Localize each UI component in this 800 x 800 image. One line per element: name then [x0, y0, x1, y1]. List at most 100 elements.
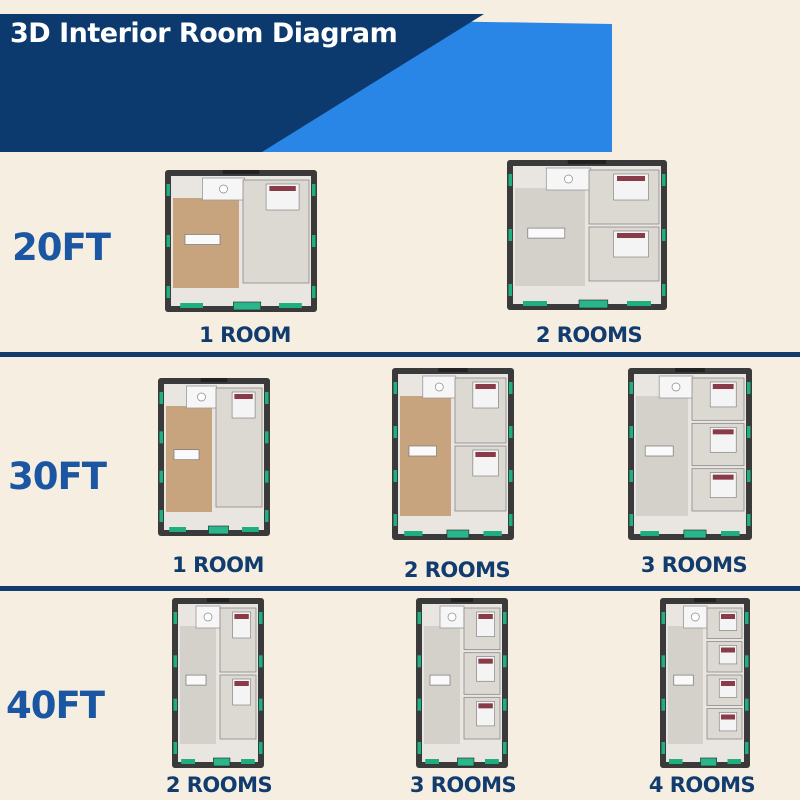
- entry-door-icon: [208, 525, 229, 535]
- window-icon: [747, 426, 751, 438]
- banner-dark-band: [0, 14, 484, 152]
- window-icon: [169, 527, 186, 532]
- window-icon: [662, 284, 666, 296]
- bed-pillow-icon: [712, 429, 734, 435]
- roof-cap: [567, 160, 607, 164]
- window-icon: [312, 235, 316, 247]
- window-icon: [509, 514, 513, 526]
- window-icon: [393, 426, 397, 438]
- window-icon: [727, 759, 741, 764]
- bed-pillow-icon: [475, 384, 496, 389]
- window-icon: [242, 527, 259, 532]
- entry-door-icon: [446, 529, 470, 539]
- window-icon: [509, 470, 513, 482]
- toilet-icon: [671, 382, 681, 392]
- window-icon: [745, 742, 749, 754]
- plan-label-40ft-4: 4 ROOMS: [648, 773, 756, 797]
- roof-cap: [206, 598, 230, 602]
- bed-pillow-icon: [478, 658, 493, 664]
- table-icon: [673, 674, 694, 686]
- table-icon: [185, 674, 207, 686]
- window-icon: [503, 742, 507, 754]
- window-icon: [747, 382, 751, 394]
- size-label-40ft: 40FT: [6, 684, 105, 727]
- roof-cap: [200, 378, 228, 382]
- bed-pillow-icon: [721, 614, 735, 619]
- bed-pillow-icon: [721, 681, 735, 686]
- roof-cap: [694, 598, 716, 602]
- bed-pillow-icon: [617, 233, 645, 238]
- window-icon: [508, 174, 512, 186]
- bed-pillow-icon: [475, 452, 496, 457]
- bed-pillow-icon: [721, 714, 735, 720]
- roof-cap: [450, 598, 474, 602]
- window-icon: [425, 759, 439, 764]
- bed-pillow-icon: [234, 681, 249, 686]
- toilet-icon: [197, 392, 206, 402]
- window-icon: [509, 426, 513, 438]
- window-icon: [404, 531, 423, 536]
- window-icon: [259, 655, 263, 668]
- window-icon: [173, 742, 177, 754]
- window-icon: [279, 303, 302, 308]
- window-icon: [312, 286, 316, 298]
- window-icon: [629, 470, 633, 482]
- window-icon: [166, 184, 170, 196]
- page-title: 3D Interior Room Diagram: [10, 18, 398, 49]
- window-icon: [265, 470, 269, 483]
- entry-door-icon: [457, 757, 475, 767]
- window-icon: [503, 612, 507, 624]
- bed-pillow-icon: [478, 703, 493, 709]
- window-icon: [159, 392, 163, 404]
- floorplan-30ft-3-rooms: [628, 368, 752, 540]
- window-icon: [662, 174, 666, 186]
- window-icon: [159, 470, 163, 483]
- window-icon: [661, 698, 665, 711]
- window-icon: [629, 426, 633, 438]
- toilet-icon: [564, 174, 573, 184]
- window-icon: [180, 303, 203, 308]
- table-icon: [184, 234, 221, 245]
- plan-label-20ft-2: 2 ROOMS: [535, 323, 643, 347]
- floorplan-40ft-3-rooms: [416, 598, 508, 768]
- entry-door-icon: [233, 301, 262, 311]
- floorplan-40ft-4-rooms: [660, 598, 750, 768]
- plan-label-40ft-2: 2 ROOMS: [165, 773, 273, 797]
- window-icon: [640, 531, 659, 536]
- window-icon: [509, 382, 513, 394]
- window-icon: [747, 514, 751, 526]
- window-icon: [485, 759, 499, 764]
- entry-door-icon: [213, 757, 231, 767]
- window-icon: [159, 510, 163, 522]
- size-label-30ft: 30FT: [8, 455, 107, 498]
- toilet-icon: [690, 612, 700, 622]
- table-icon: [429, 674, 451, 686]
- window-icon: [417, 655, 421, 668]
- window-icon: [417, 612, 421, 624]
- window-icon: [259, 612, 263, 624]
- window-icon: [181, 759, 195, 764]
- size-label-20ft: 20FT: [12, 226, 111, 269]
- header-banner: 3D Interior Room Diagram: [0, 0, 800, 160]
- toilet-icon: [434, 382, 444, 392]
- roof-cap: [438, 368, 468, 372]
- table-icon: [173, 449, 200, 461]
- window-icon: [259, 742, 263, 754]
- window-icon: [503, 698, 507, 711]
- plan-label-30ft-3: 3 ROOMS: [640, 553, 748, 577]
- window-icon: [265, 510, 269, 522]
- window-icon: [523, 301, 547, 306]
- window-icon: [173, 655, 177, 668]
- window-icon: [627, 301, 651, 306]
- floorplan-20ft-2-rooms: [507, 160, 667, 310]
- window-icon: [747, 470, 751, 482]
- entry-door-icon: [578, 299, 609, 309]
- window-icon: [669, 759, 683, 764]
- window-icon: [721, 531, 740, 536]
- window-icon: [159, 431, 163, 444]
- floorplan-20ft-1-room: [165, 170, 317, 312]
- section-divider-2: [0, 586, 800, 591]
- plan-label-20ft-1: 1 ROOM: [199, 323, 291, 347]
- window-icon: [173, 698, 177, 711]
- plan-label-40ft-3: 3 ROOMS: [409, 773, 517, 797]
